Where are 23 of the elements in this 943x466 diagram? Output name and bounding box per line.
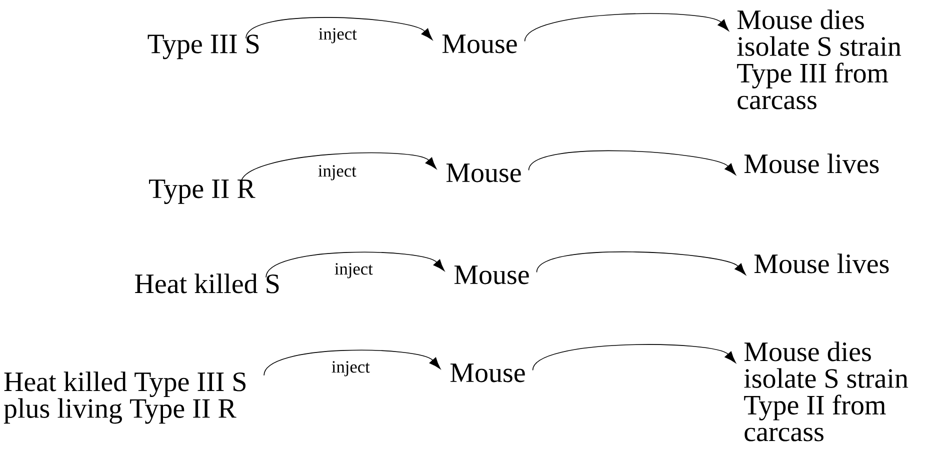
arrow: [528, 150, 736, 176]
arrow: [266, 252, 445, 278]
outcome-text: Mouse dies isolate S strain Type III from carcass: [737, 10, 902, 110]
mouse-text: Mouse: [450, 364, 525, 382]
source-text: Heat killed S: [135, 274, 279, 294]
outcome-text: Mouse dies isolate S strain Type II from carcass: [744, 342, 908, 442]
arrow: [532, 344, 736, 371]
source-text: Heat killed Type III S plus living Type II R: [4, 372, 246, 424]
source-text: Type III S: [148, 34, 259, 60]
edge-label: inject: [332, 361, 370, 376]
mouse-text: Mouse: [454, 266, 529, 284]
arrow: [246, 17, 433, 40]
edge-label: inject: [318, 28, 357, 44]
edge-label: inject: [318, 165, 356, 180]
outcome-text: Mouse lives: [754, 254, 889, 274]
arrow: [524, 13, 729, 42]
arrow: [536, 252, 746, 276]
arrow: [264, 350, 441, 376]
edge-label: inject: [334, 263, 373, 278]
source-text: Type II R: [149, 180, 256, 204]
mouse-text: Mouse: [442, 34, 517, 54]
mouse-text: Mouse: [446, 164, 521, 182]
outcome-text: Mouse lives: [744, 154, 879, 174]
